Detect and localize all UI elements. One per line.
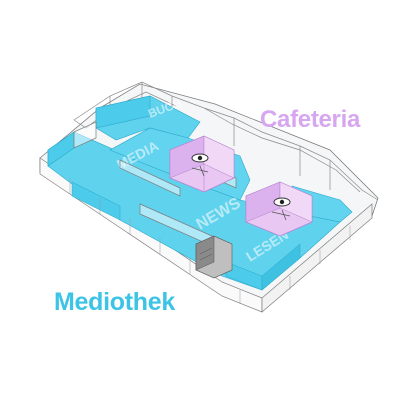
cafeteria-room-1	[169, 135, 235, 193]
mediothek-label: Mediothek	[54, 288, 175, 316]
mediothek-floor	[47, 95, 353, 291]
facade-mullions	[69, 178, 351, 304]
stair-core	[195, 235, 233, 279]
cafeteria-room-2	[245, 181, 313, 237]
eye-icon	[191, 153, 209, 177]
cafeteria-label: Cafeteria	[260, 106, 361, 133]
eye-icon	[271, 197, 291, 221]
